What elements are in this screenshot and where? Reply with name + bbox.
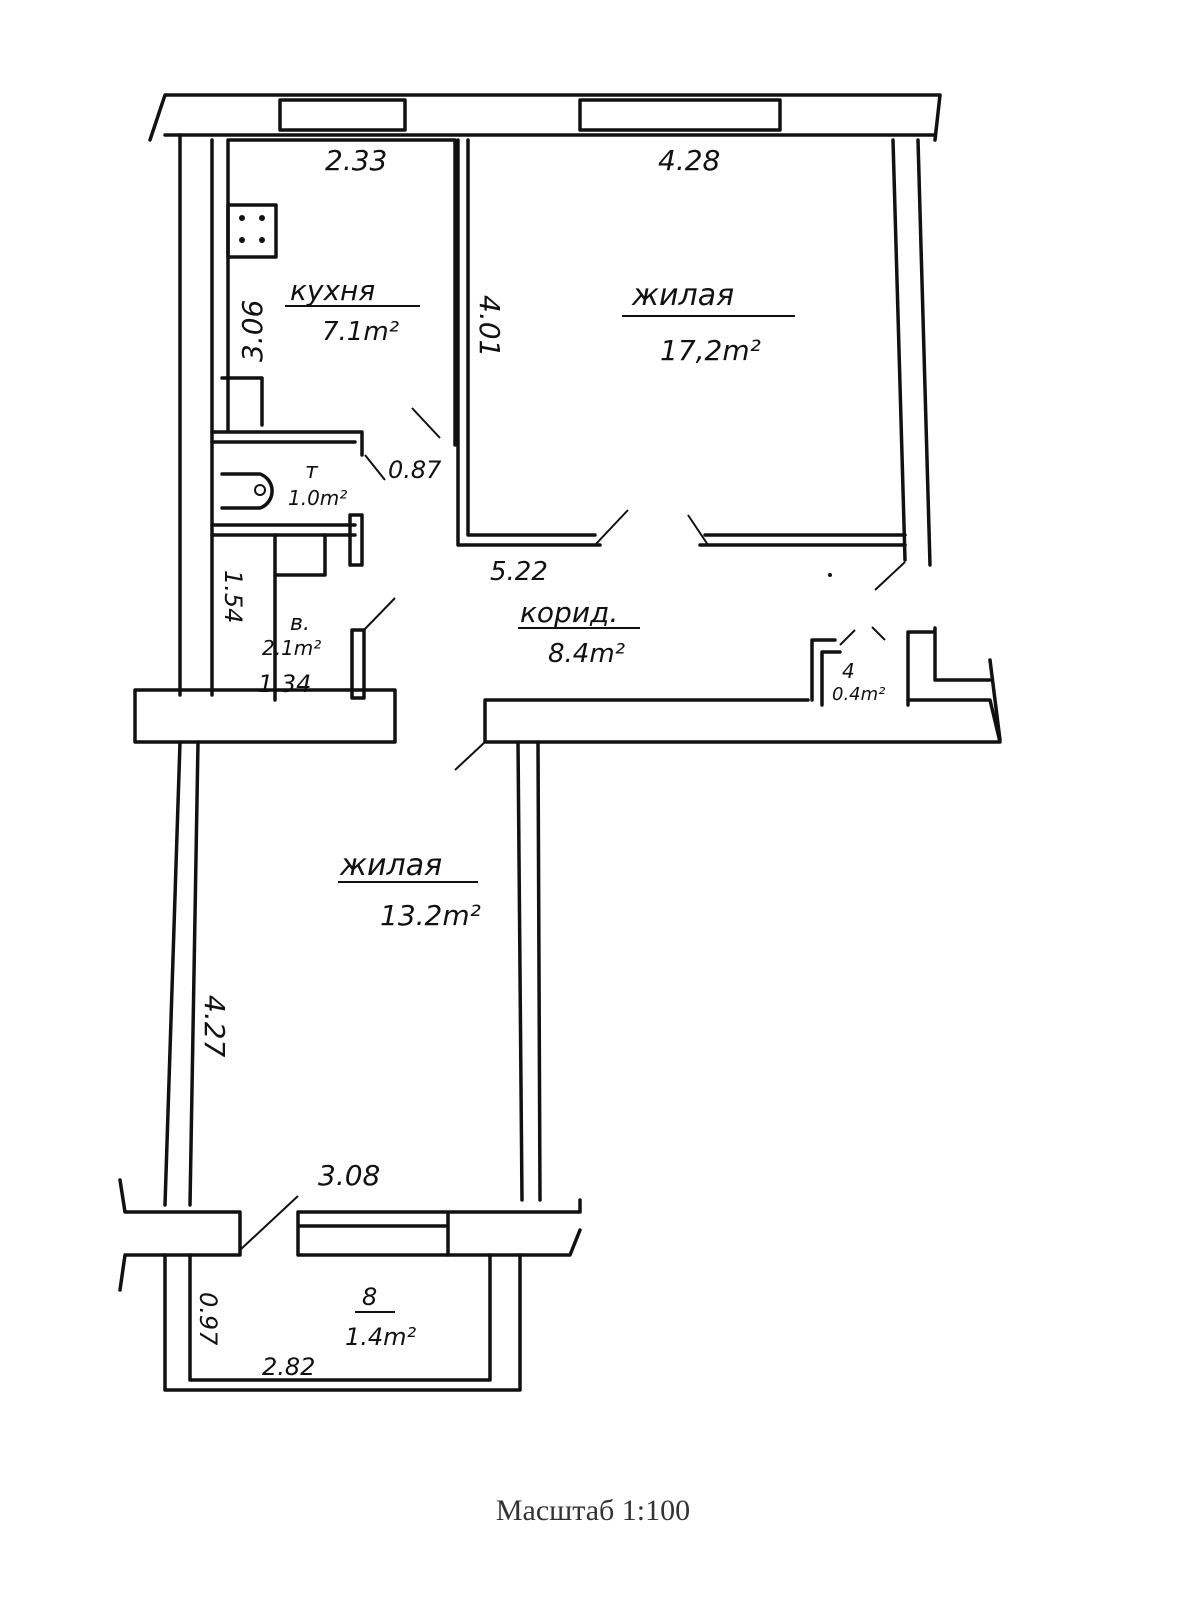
- balcony-wall-right: [446, 1198, 582, 1257]
- kitchen-door: [411, 407, 441, 439]
- toilet-top-wall: [210, 430, 364, 457]
- room2-left-wall: [163, 740, 200, 1207]
- dim-toilet-door: 0.87: [388, 456, 442, 484]
- dim-room2-width: 3.08: [318, 1159, 380, 1192]
- balcony-wall-left: [118, 1178, 242, 1292]
- sink-icon: [220, 376, 264, 427]
- left-wall: [178, 133, 214, 697]
- kitchen-label: кухня: [290, 274, 375, 307]
- top-wall: [148, 93, 942, 142]
- closet-right-walls: [906, 626, 992, 707]
- room2-right-wall: [516, 740, 542, 1202]
- closet-walls: [810, 638, 842, 707]
- balcony-label: 8: [362, 1283, 377, 1311]
- kitchen-walls: [226, 138, 457, 447]
- window-kitchen: [278, 98, 407, 132]
- dim-kitchen-length: 3.06: [236, 300, 269, 362]
- kitchen-area: 7.1m²: [322, 317, 399, 347]
- scale-caption: Масштаб 1:100: [495, 1494, 691, 1527]
- bathroom-area: 2.1m²: [262, 636, 321, 660]
- room2-area: 13.2m²: [380, 899, 481, 932]
- dim-bath-width: 1.34: [258, 670, 311, 698]
- dim-bath-length: 1.54: [219, 570, 247, 623]
- closet-doors: [839, 626, 886, 646]
- corridor-right-wall: [483, 698, 1002, 744]
- bathroom-label: в.: [290, 611, 310, 636]
- room2-door: [454, 741, 486, 771]
- bathroom-walls: [273, 533, 327, 702]
- dim-room2-length: 4.27: [198, 995, 231, 1058]
- toilet-bottom-wall: [210, 523, 357, 537]
- stove-burners: [239, 215, 265, 243]
- dim-corridor-length: 5.22: [490, 557, 548, 587]
- balcony-walls: [163, 1253, 522, 1392]
- room1-label: жилая: [631, 278, 734, 313]
- room1-bottom-wall: [698, 533, 907, 547]
- right-wall: [891, 138, 932, 567]
- balcony-door: [239, 1195, 299, 1251]
- closet-label: 4: [842, 659, 855, 683]
- room2-label: жилая: [339, 848, 442, 883]
- dim-kitchen-width: 2.33: [325, 144, 387, 177]
- toilet-door-jamb: [348, 513, 364, 567]
- toilet-icon: [220, 472, 274, 510]
- toilet-label: т: [305, 459, 319, 484]
- corridor-label: корид.: [520, 596, 618, 629]
- balcony-window: [296, 1210, 450, 1257]
- room1-door-left: [594, 509, 629, 546]
- stove-icon: [226, 203, 278, 259]
- dim-balcony-depth: 0.97: [194, 1292, 222, 1346]
- bathroom-door: [361, 597, 396, 633]
- toilet-door: [364, 454, 386, 481]
- room1-area: 17,2m²: [660, 334, 761, 367]
- toilet-area: 1.0m²: [288, 486, 347, 510]
- balcony-area: 1.4m²: [345, 1323, 417, 1351]
- room1-door-right: [687, 514, 709, 546]
- window-room1: [578, 98, 782, 132]
- corridor-left-wall: [133, 688, 397, 744]
- dim-room1-width: 4.28: [658, 144, 720, 177]
- dim-room1-length: 4.01: [473, 295, 506, 357]
- dim-balcony-width: 2.82: [262, 1353, 315, 1381]
- corridor-area: 8.4m²: [548, 639, 625, 669]
- entry-door: [874, 561, 906, 591]
- bathroom-door-jamb: [350, 628, 366, 700]
- closet-area: 0.4m²: [832, 684, 885, 705]
- room1-left-wall: [456, 138, 602, 547]
